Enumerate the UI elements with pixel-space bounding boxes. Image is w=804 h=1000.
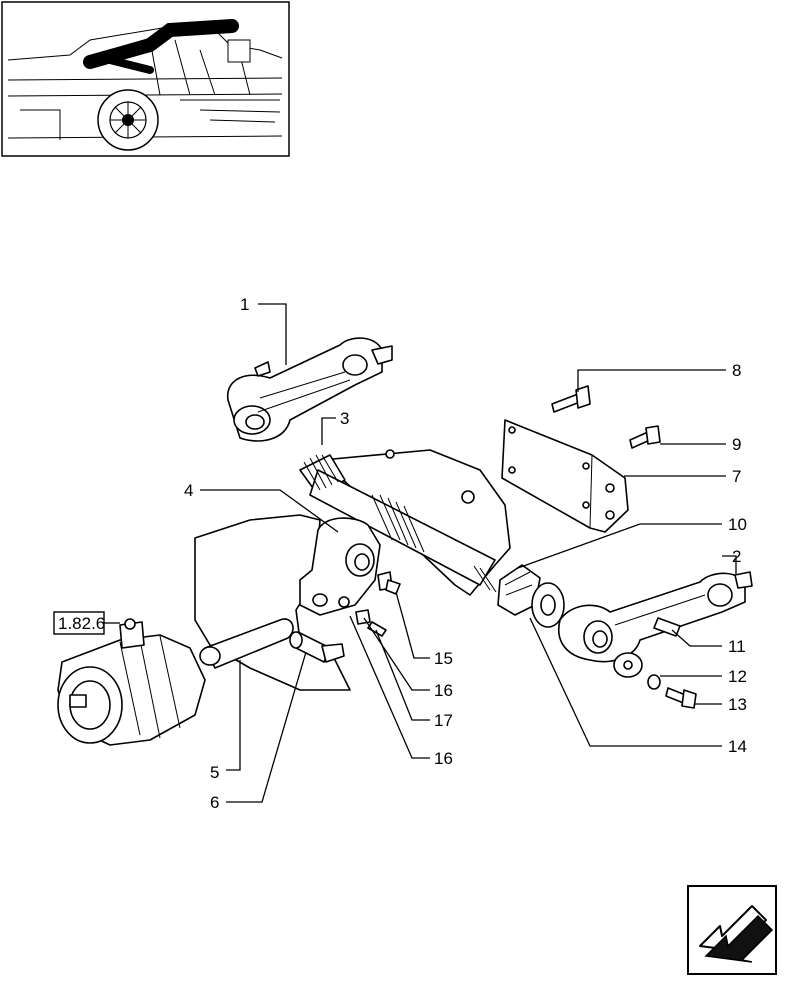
callout-6: 6 [210, 793, 219, 812]
callout-17: 17 [434, 711, 453, 730]
callout-16b: 16 [434, 749, 453, 768]
callout-4: 4 [184, 481, 193, 500]
callout-10: 10 [728, 515, 747, 534]
callout-16a: 16 [434, 681, 453, 700]
callout-3: 3 [340, 409, 349, 428]
callout-8: 8 [732, 361, 741, 380]
callout-12: 12 [728, 667, 747, 686]
pin-part-6 [289, 631, 345, 663]
callout-numbers: 1 2 3 4 5 6 7 8 9 10 11 12 13 14 15 16 1… [184, 295, 747, 812]
bell-crank-part-4 [299, 517, 393, 616]
reference-box[interactable]: 1.82.6 [53, 611, 120, 635]
callout-9: 9 [732, 435, 741, 454]
washer-part-14 [531, 582, 565, 628]
plate-part-7 [501, 419, 629, 533]
next-page-arrow-icon[interactable] [687, 885, 777, 975]
reference-label: 1.82.6 [58, 614, 105, 633]
hydraulic-cylinder-assembly [57, 618, 206, 746]
washer-part-12 [647, 674, 661, 690]
callout-5: 5 [210, 763, 219, 782]
lift-arm-part-1 [227, 337, 393, 442]
lift-arm-part-2 [558, 571, 753, 663]
bolt-part-9 [629, 425, 661, 449]
callout-13: 13 [728, 695, 747, 714]
bolt-part-8 [551, 385, 591, 413]
shaft-part-3 [299, 449, 511, 596]
leader-lines [200, 303, 737, 803]
callout-11: 11 [728, 637, 746, 656]
callout-1: 1 [240, 295, 249, 314]
callout-7: 7 [732, 467, 741, 486]
callout-14: 14 [728, 737, 747, 756]
callout-2: 2 [732, 547, 741, 566]
bolt-part-13 [665, 687, 697, 709]
lever-part-5 [199, 618, 294, 669]
callout-15: 15 [434, 649, 453, 668]
tractor-location-thumbnail [1, 1, 290, 157]
